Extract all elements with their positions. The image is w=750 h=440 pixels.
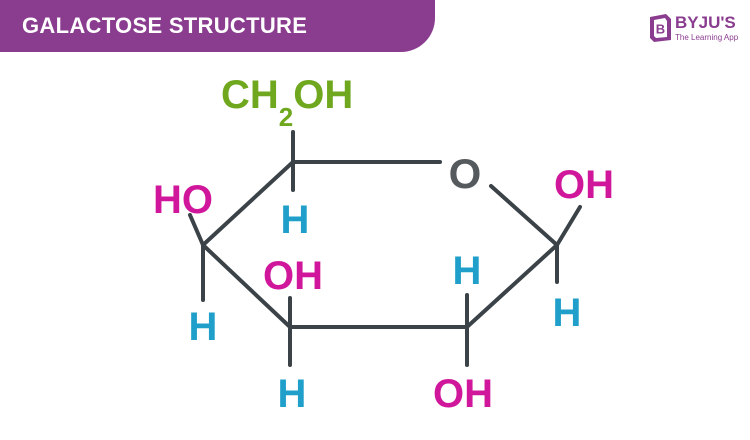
- c3-hydroxyl-label: OH: [263, 254, 323, 298]
- ch2oh-oh-label: OH: [293, 73, 353, 117]
- bond-c1-oh: [555, 205, 582, 247]
- brand-mark-letter: B: [656, 22, 665, 37]
- ring-oxygen-label: O: [449, 150, 482, 197]
- brand-name: BYJU'S: [675, 13, 736, 32]
- title-banner: GALACTOSE STRUCTURE: [0, 0, 435, 52]
- brand-mark-icon: B: [650, 14, 671, 42]
- c2-hydrogen-label: H: [453, 249, 482, 293]
- page-title: GALACTOSE STRUCTURE: [22, 13, 308, 38]
- brand-logo: B BYJU'S The Learning App: [648, 14, 740, 46]
- c1-hydroxyl-label: OH: [554, 163, 614, 207]
- ch2oh-ch-label: CH: [221, 73, 279, 117]
- bond-c4-c5: [201, 160, 295, 247]
- bond-c3-c4: [201, 243, 292, 329]
- ch2oh-subscript: 2: [279, 102, 293, 132]
- c4-hydroxyl-label: HO: [153, 178, 213, 222]
- c1-hydrogen-label: H: [553, 291, 582, 335]
- bond-lines: [188, 130, 582, 367]
- bond-o-c1: [489, 184, 559, 247]
- c2-hydroxyl-label: OH: [433, 372, 493, 416]
- bond-c1-c2: [465, 243, 559, 329]
- ch2oh-group: CH2OH: [221, 73, 353, 132]
- c3-hydrogen-label: H: [278, 372, 307, 416]
- brand-tagline: The Learning App: [675, 33, 739, 42]
- bond-c4-ho: [188, 213, 205, 247]
- c4-hydrogen-label: H: [189, 305, 218, 349]
- c5-hydrogen-label: H: [281, 198, 310, 242]
